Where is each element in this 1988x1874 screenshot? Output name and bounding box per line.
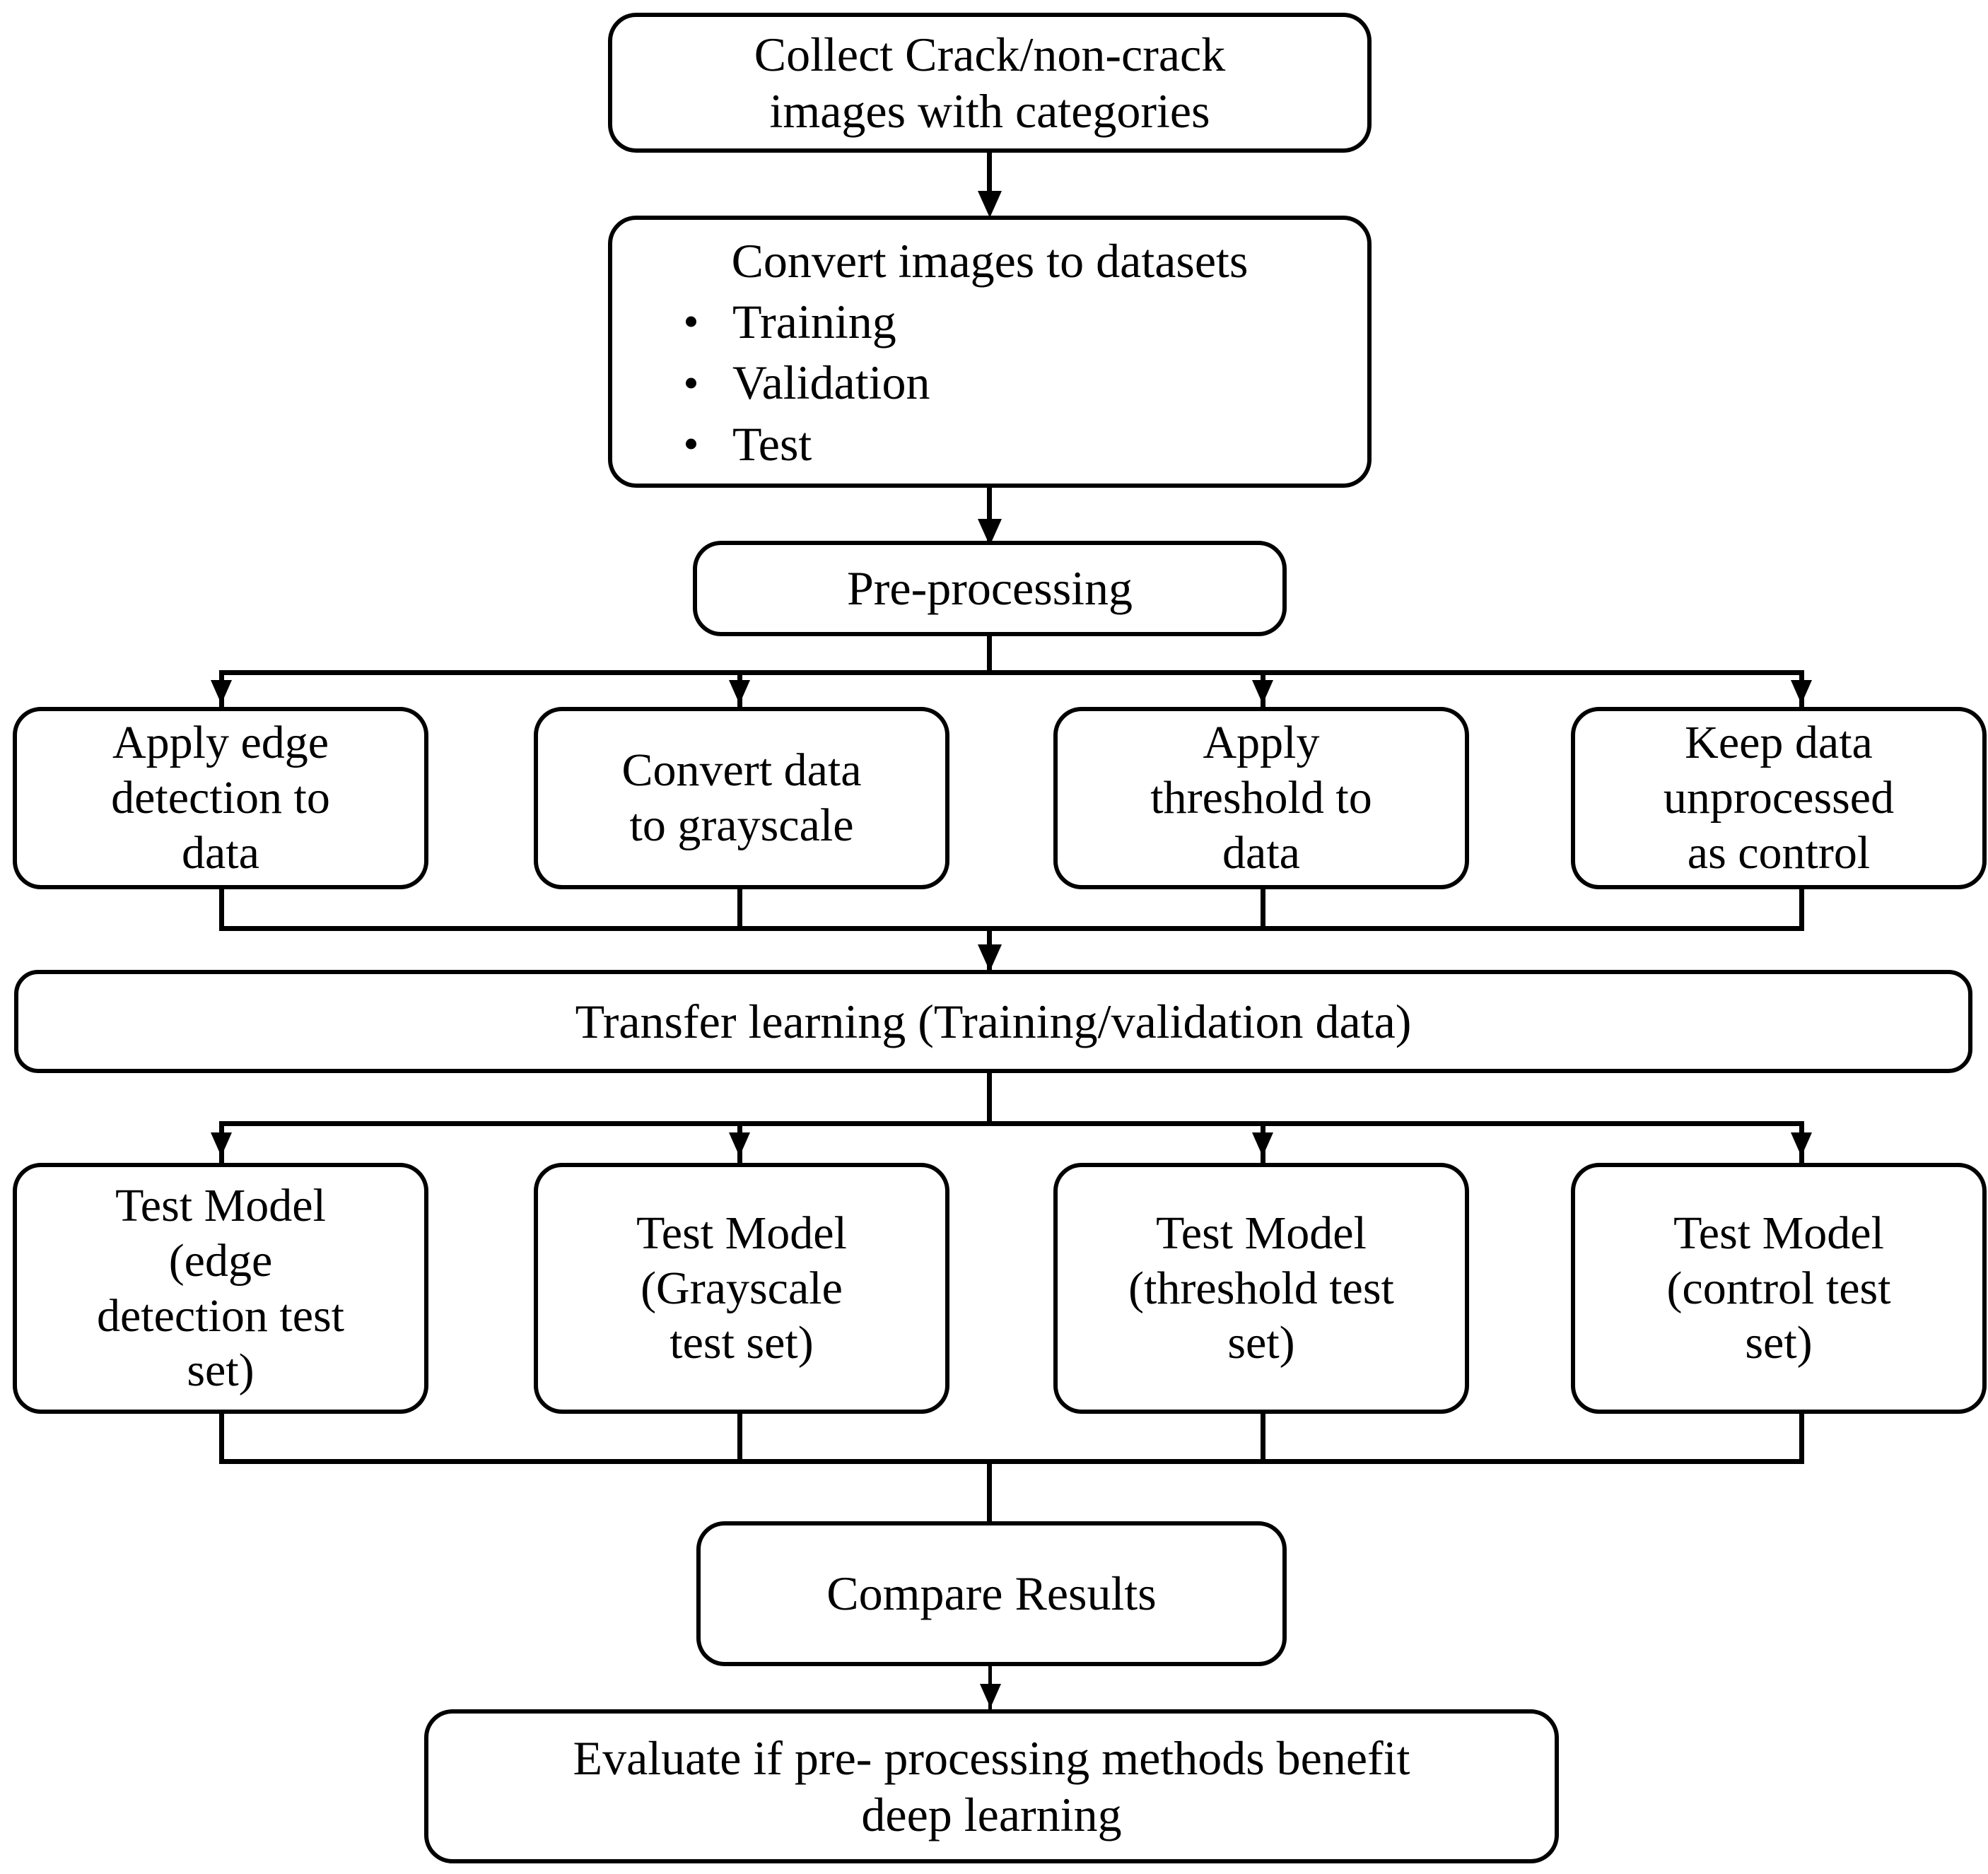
node-compare-results-label: Compare Results (826, 1566, 1157, 1621)
node-preprocessing[interactable]: Pre-processing (693, 541, 1287, 636)
merge-riser-test-threshold (1261, 1414, 1265, 1463)
connector-transfer-stem (987, 1073, 992, 1124)
arrowhead-branch-control (1791, 680, 1812, 704)
node-test-model-control[interactable]: Test Model (control test set) (1571, 1163, 1987, 1414)
merge-bus-preprocessing (219, 926, 1804, 931)
node-convert-datasets[interactable]: Convert images to datasets Training Vali… (608, 216, 1372, 488)
arrowhead-transfer-learning (978, 944, 1002, 971)
node-collect-images-label: Collect Crack/non-crack images with cate… (754, 27, 1226, 138)
connector-collect-to-convert (987, 153, 992, 204)
merge-bus-testmodels (219, 1459, 1804, 1464)
node-test-model-control-label: Test Model (control test set) (1666, 1207, 1891, 1369)
node-transfer-learning-label: Transfer learning (Training/validation d… (575, 994, 1412, 1048)
node-evaluate-benefit[interactable]: Evaluate if pre- processing methods bene… (424, 1709, 1559, 1863)
node-compare-results[interactable]: Compare Results (696, 1521, 1287, 1666)
node-test-model-grayscale-label: Test Model (Grayscale test set) (636, 1207, 847, 1369)
node-test-model-edge-label: Test Model (edge detection test set) (96, 1179, 345, 1397)
list-item: Validation (676, 354, 930, 411)
arrowhead-branch-threshold (1252, 680, 1273, 704)
arrowhead-test-threshold (1252, 1132, 1273, 1156)
node-test-model-grayscale[interactable]: Test Model (Grayscale test set) (534, 1163, 949, 1414)
merge-riser-edge (219, 889, 224, 930)
node-convert-grayscale-label: Convert data to grayscale (621, 744, 862, 851)
split-bus-testmodels (219, 1121, 1804, 1126)
node-apply-threshold-label: Apply threshold to data (1150, 717, 1372, 879)
merge-riser-test-edge (219, 1414, 224, 1463)
arrowhead-test-edge (211, 1132, 232, 1156)
merge-riser-control (1799, 889, 1804, 930)
arrowhead-evaluate (980, 1684, 1001, 1708)
node-convert-datasets-heading: Convert images to datasets (731, 234, 1249, 288)
node-keep-unprocessed[interactable]: Keep data unprocessed as control (1571, 707, 1987, 889)
node-convert-grayscale[interactable]: Convert data to grayscale (534, 707, 949, 889)
arrowhead-branch-edge (211, 680, 232, 704)
connector-convert-to-preprocessing (987, 488, 992, 544)
arrowhead-test-gray (729, 1132, 750, 1156)
node-apply-threshold[interactable]: Apply threshold to data (1053, 707, 1469, 889)
merge-riser-test-gray (737, 1414, 742, 1463)
node-apply-edge-detection-label: Apply edge detection to data (111, 717, 330, 879)
node-test-model-threshold[interactable]: Test Model (threshold test set) (1053, 1163, 1469, 1414)
merge-riser-test-control (1799, 1414, 1804, 1463)
merge-riser-threshold (1261, 889, 1265, 930)
connector-merge-to-compare (987, 1459, 992, 1524)
node-test-model-edge[interactable]: Test Model (edge detection test set) (13, 1163, 428, 1414)
node-keep-unprocessed-label: Keep data unprocessed as control (1663, 717, 1895, 879)
arrowhead-branch-gray (729, 680, 750, 704)
merge-riser-gray (737, 889, 742, 930)
list-item: Training (676, 293, 930, 350)
arrowhead-test-control (1791, 1132, 1812, 1156)
node-apply-edge-detection[interactable]: Apply edge detection to data (13, 707, 428, 889)
node-preprocessing-label: Pre-processing (846, 561, 1133, 616)
node-collect-images[interactable]: Collect Crack/non-crack images with cate… (608, 13, 1372, 153)
split-bus-preprocessing (219, 670, 1804, 675)
node-transfer-learning[interactable]: Transfer learning (Training/validation d… (14, 970, 1972, 1073)
dataset-bullet-list: Training Validation Test (676, 289, 930, 472)
list-item: Test (676, 416, 930, 472)
connector-preprocessing-stem (987, 636, 992, 675)
node-test-model-threshold-label: Test Model (threshold test set) (1128, 1207, 1394, 1369)
node-evaluate-benefit-label: Evaluate if pre- processing methods bene… (573, 1730, 1410, 1841)
arrowhead-convert (978, 191, 1002, 218)
